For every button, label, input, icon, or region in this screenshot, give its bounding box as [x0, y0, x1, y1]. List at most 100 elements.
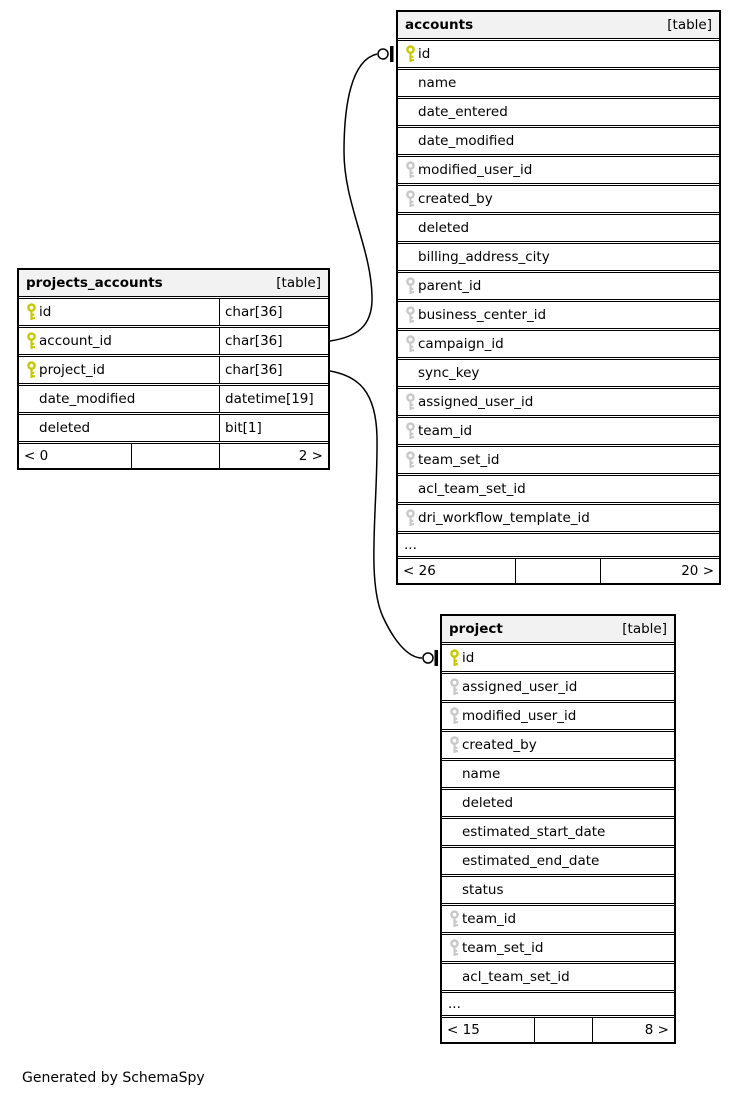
ellipsis-row: ...	[442, 992, 674, 1016]
column-list: id name date_entered date_modified modified_…	[398, 40, 719, 532]
column-row: campaign_id	[398, 330, 719, 358]
column-type: bit[1]	[219, 415, 328, 441]
column-name: dri_workflow_template_id	[418, 510, 590, 526]
foreign-key-icon	[398, 306, 416, 324]
column-row: status	[442, 876, 674, 904]
table-header: project [table]	[442, 616, 674, 643]
table-accounts: accounts [table] id name date_entered date_…	[396, 10, 721, 585]
column-row: created_by	[398, 185, 719, 213]
primary-key-icon	[19, 361, 37, 379]
column-row: deleted	[398, 214, 719, 242]
foreign-key-icon	[398, 161, 416, 179]
cardinality-circle	[422, 652, 434, 664]
foreign-key-icon	[398, 509, 416, 527]
column-row: modified_user_id	[398, 156, 719, 184]
column-name: acl_team_set_id	[462, 969, 570, 985]
foreign-key-icon	[398, 393, 416, 411]
cardinality-bar	[390, 46, 394, 62]
column-name: acl_team_set_id	[418, 481, 526, 497]
column-row: date_entered	[398, 98, 719, 126]
foreign-key-icon	[398, 422, 416, 440]
column-row: estimated_start_date	[442, 818, 674, 846]
column-name: deleted	[462, 795, 514, 811]
column-name: created_by	[462, 737, 537, 753]
table-header: accounts [table]	[398, 12, 719, 39]
column-row: team_id	[442, 905, 674, 933]
column-name: team_set_id	[418, 452, 500, 468]
column-name: parent_id	[418, 278, 482, 294]
column-row: team_set_id	[442, 934, 674, 962]
column-row: billing_address_city	[398, 243, 719, 271]
parent-count: 20 >	[681, 563, 714, 579]
footer-spacer	[534, 1018, 593, 1042]
column-name: modified_user_id	[418, 162, 533, 178]
column-row: business_center_id	[398, 301, 719, 329]
foreign-key-icon	[442, 707, 460, 725]
column-name: team_id	[418, 423, 473, 439]
column-name: date_modified	[418, 133, 515, 149]
column-type: char[36]	[219, 357, 328, 383]
column-name: deleted	[418, 220, 470, 236]
connector-accounts	[329, 46, 394, 342]
column-name: business_center_id	[418, 307, 547, 323]
table-footer: < 26 20 >	[398, 558, 719, 583]
table-name[interactable]: accounts	[405, 17, 474, 33]
primary-key-icon	[398, 45, 416, 63]
ellipsis-row: ...	[398, 533, 719, 557]
primary-key-icon	[19, 303, 37, 321]
table-tag: [table]	[276, 275, 321, 291]
column-row: date_modified datetime[19]	[19, 385, 328, 413]
cardinality-circle	[377, 48, 389, 60]
footer-spacer	[515, 559, 601, 583]
column-name: date_modified	[39, 391, 136, 407]
parent-count: 2 >	[298, 448, 323, 464]
column-row: date_modified	[398, 127, 719, 155]
column-name: id	[462, 650, 475, 666]
column-name: estimated_end_date	[462, 853, 600, 869]
column-row: deleted	[442, 789, 674, 817]
foreign-key-icon	[442, 678, 460, 696]
primary-key-icon	[442, 649, 460, 667]
child-count: < 0	[24, 448, 49, 464]
foreign-key-icon	[398, 277, 416, 295]
table-footer: < 15 8 >	[442, 1017, 674, 1042]
column-row: name	[442, 760, 674, 788]
column-row: created_by	[442, 731, 674, 759]
table-footer: < 0 2 >	[19, 443, 328, 468]
column-row: assigned_user_id	[442, 673, 674, 701]
foreign-key-icon	[398, 451, 416, 469]
table-tag: [table]	[667, 17, 712, 33]
column-name: assigned_user_id	[462, 679, 578, 695]
column-name: id	[418, 46, 431, 62]
column-name: date_entered	[418, 104, 508, 120]
table-name[interactable]: project	[449, 621, 503, 637]
column-name: team_id	[462, 911, 517, 927]
column-type: datetime[19]	[219, 386, 328, 412]
generated-by-note: Generated by SchemaSpy	[22, 1070, 205, 1086]
column-name: team_set_id	[462, 940, 544, 956]
column-row: sync_key	[398, 359, 719, 387]
column-row: assigned_user_id	[398, 388, 719, 416]
foreign-key-icon	[398, 190, 416, 208]
column-name: deleted	[39, 420, 91, 436]
column-row: acl_team_set_id	[398, 475, 719, 503]
column-type: char[36]	[219, 299, 328, 325]
column-row: team_set_id	[398, 446, 719, 474]
column-name: modified_user_id	[462, 708, 577, 724]
column-row: name	[398, 69, 719, 97]
column-type: char[36]	[219, 328, 328, 354]
column-name: id	[39, 304, 52, 320]
table-header: projects_accounts [table]	[19, 270, 328, 297]
foreign-key-icon	[442, 939, 460, 957]
table-name[interactable]: projects_accounts	[26, 275, 163, 291]
column-name: sync_key	[418, 365, 480, 381]
foreign-key-icon	[442, 736, 460, 754]
column-row: id	[442, 644, 674, 672]
column-name: status	[462, 882, 504, 898]
child-count: < 26	[403, 563, 436, 579]
column-row: id	[398, 40, 719, 68]
